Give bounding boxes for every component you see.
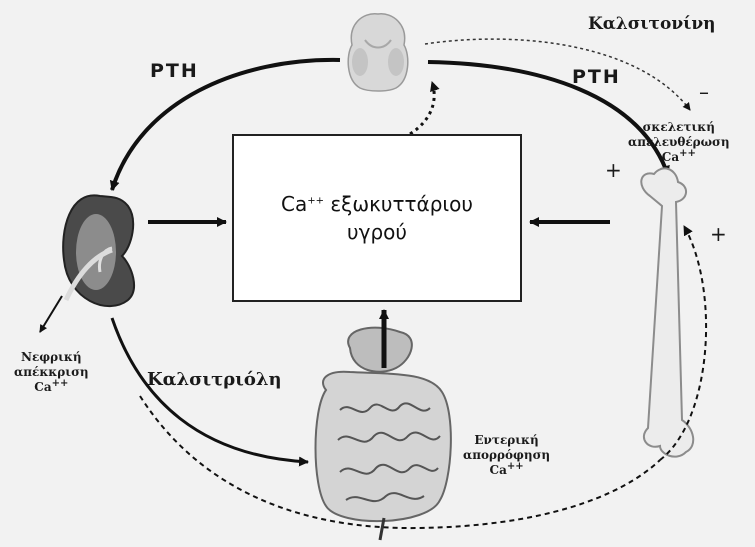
- skeletal-ca: Ca++: [628, 150, 730, 165]
- stimulate-sign-bone-right: +: [710, 222, 727, 246]
- pth-right-label: PTH: [572, 66, 621, 88]
- renal-ca-text: Ca: [34, 380, 51, 394]
- renal-ca: Ca++: [14, 380, 89, 395]
- renal-excretion-arrow: [40, 296, 62, 332]
- bone-icon: [641, 168, 693, 456]
- intestinal-ca: Ca++: [463, 463, 550, 478]
- ecf-ca-charge: ++: [307, 195, 324, 206]
- intestinal-ca-charge: ++: [507, 461, 524, 472]
- renal-excretion-label: Νεφρική απέκκριση Ca++: [14, 350, 89, 395]
- stimulate-sign-bone-top: +: [605, 158, 622, 182]
- intestinal-absorption-label: Εντερική απορρόφηση Ca++: [463, 433, 550, 478]
- skeletal-ca-charge: ++: [679, 148, 696, 159]
- pth-left-label: PTH: [150, 60, 199, 82]
- intestinal-line1: Εντερική: [463, 433, 550, 448]
- skeletal-line1: σκελετική: [628, 120, 730, 135]
- feedback-to-gland-arrow: [410, 82, 434, 134]
- renal-ca-charge: ++: [52, 378, 69, 389]
- inhibit-sign: –: [699, 80, 709, 104]
- ecf-extracellular-label: εξωκυττάριου: [330, 192, 473, 216]
- calcitriol-arrow: [112, 318, 308, 462]
- skeletal-release-label: σκελετική απελευθέρωση Ca++: [628, 120, 730, 165]
- kidney-icon: [63, 195, 134, 306]
- ecf-ca: Ca: [281, 192, 307, 216]
- parathyroid-gland-icon: [348, 14, 408, 91]
- intestinal-ca-text: Ca: [490, 463, 507, 477]
- calcitonin-arrow: [425, 39, 690, 110]
- calcitonin-label: Καλσιτονίνη: [588, 14, 716, 34]
- skeletal-ca-text: Ca: [662, 150, 679, 164]
- calcitriol-label: Καλσιτριόλη: [147, 369, 282, 390]
- ecf-fluid-label: υγρού: [347, 218, 407, 246]
- extracellular-fluid-box: Ca++ εξωκυττάριου υγρού: [232, 134, 522, 302]
- renal-line1: Νεφρική: [14, 350, 89, 365]
- ecf-line1: Ca++ εξωκυττάριου: [281, 190, 473, 218]
